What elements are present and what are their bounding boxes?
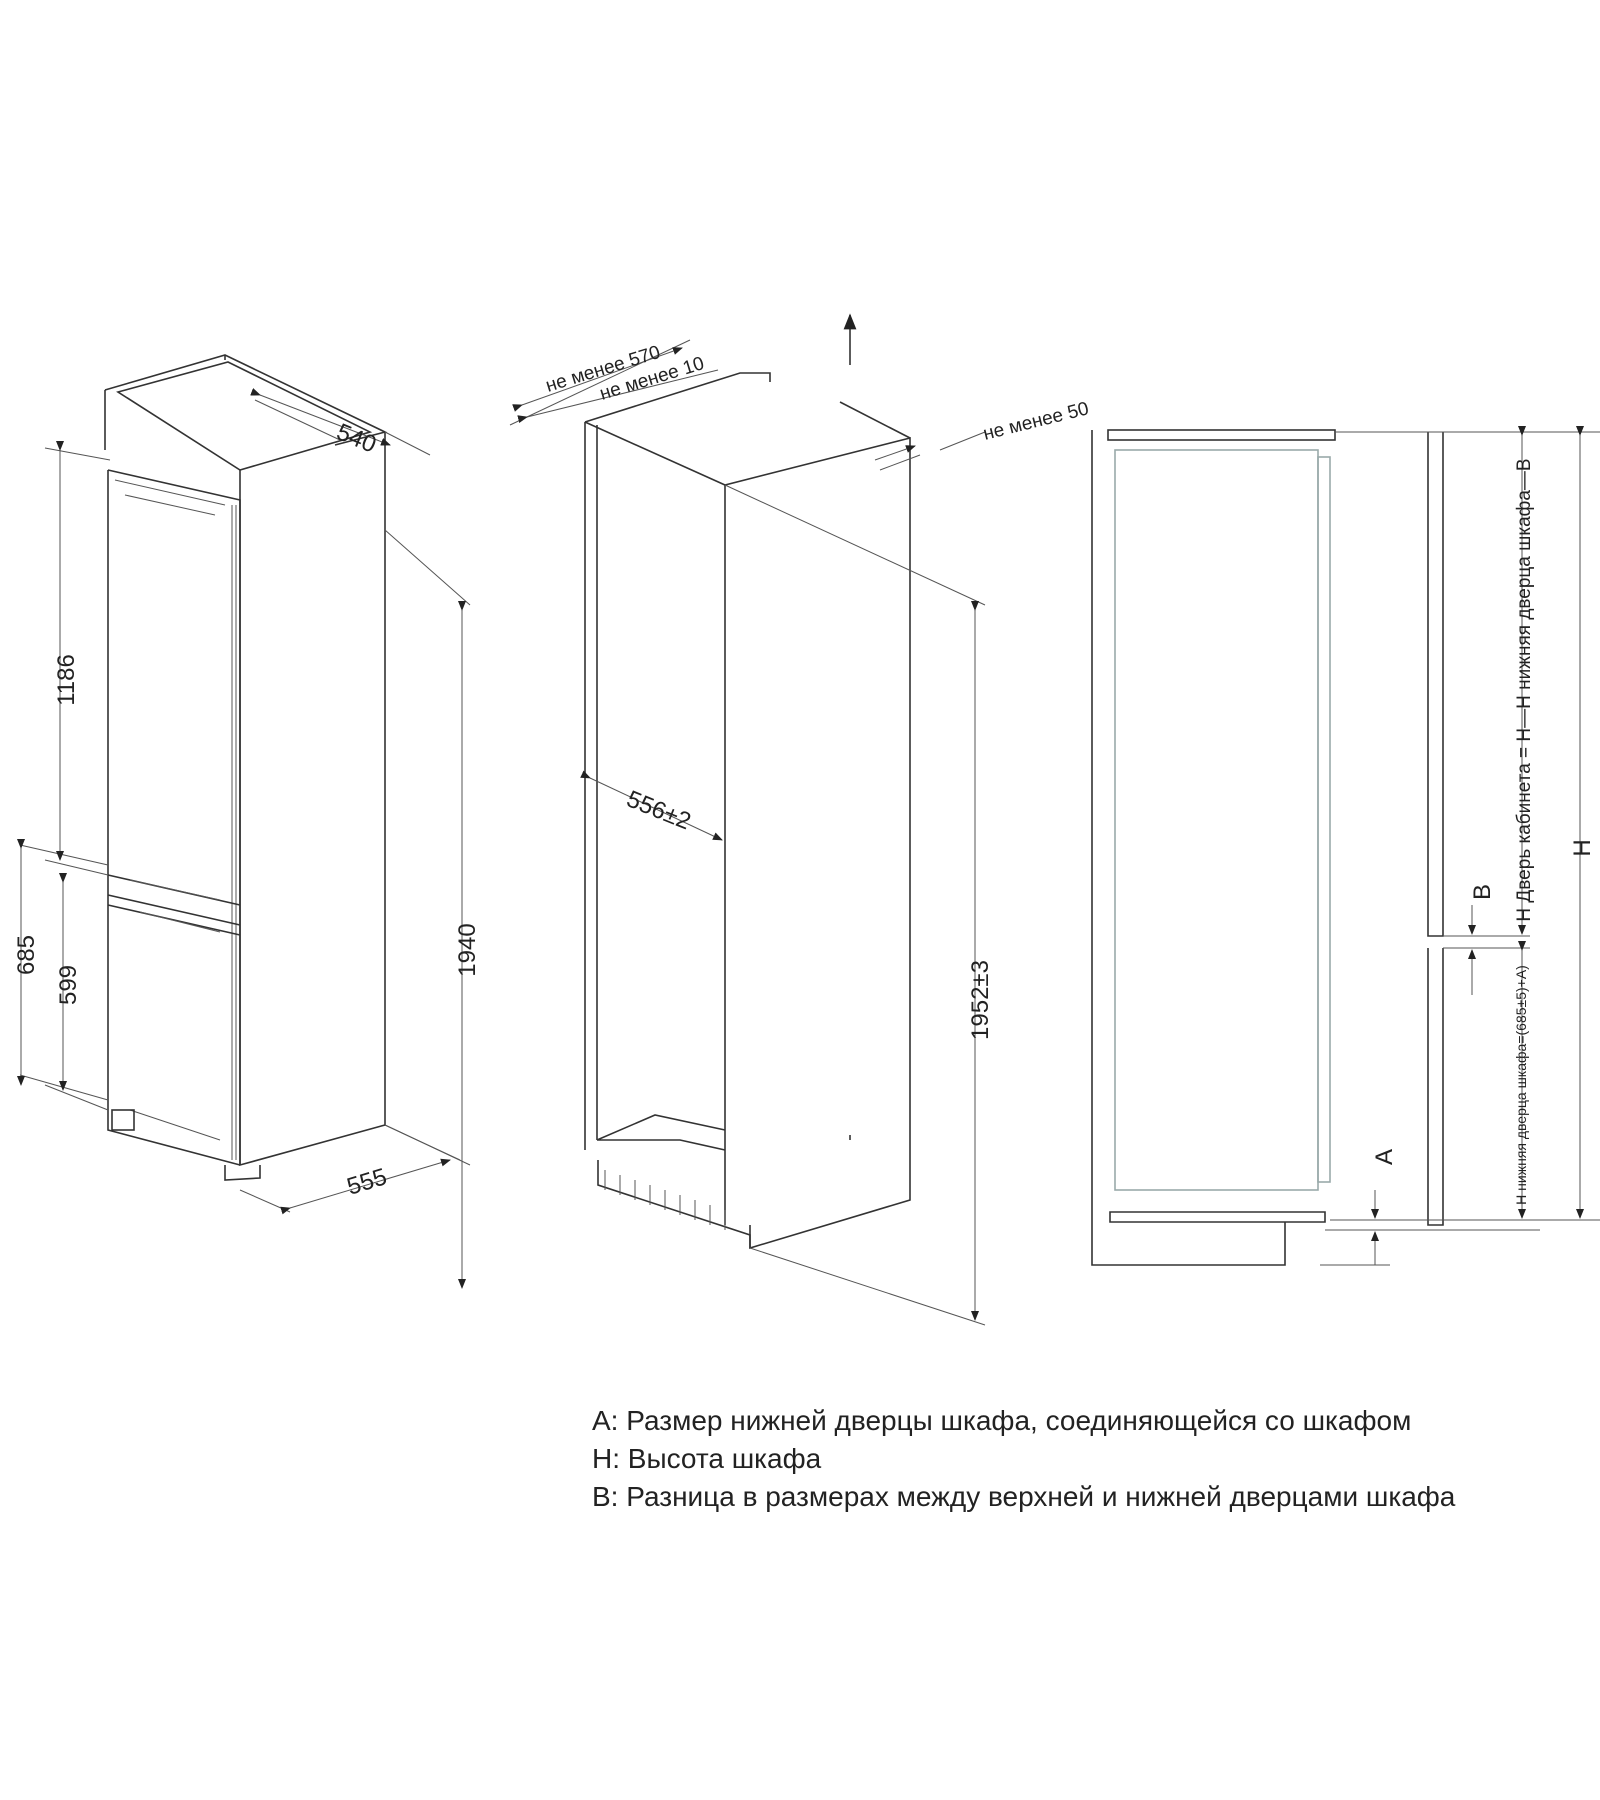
upper-door-formula: H Дверь кабинета = H—H нижняя дверца шка… (1514, 458, 1535, 921)
fridge-dimensions: 540 1186 685 599 1940 555 (13, 388, 481, 1289)
vent-grille (604, 1170, 726, 1230)
cabinet-side-wall (1091, 430, 1286, 1266)
legend: A: Размер нижней дверцы шкафа, соединяющ… (592, 1402, 1455, 1516)
dim-556: 556±2 (623, 786, 695, 836)
label-h-total: H (1569, 839, 1596, 856)
dim-685: 685 (13, 935, 40, 975)
legend-a: A: Размер нижней дверцы шкафа, соединяющ… (592, 1405, 1412, 1436)
dim-1940: 1940 (454, 923, 481, 976)
legend-h: H: Высота шкафа (592, 1443, 822, 1474)
dim-min-50: не менее 50 (981, 398, 1091, 445)
dim-1186: 1186 (53, 654, 80, 706)
plinth (597, 1160, 751, 1248)
cabinet-bottom-panel (1109, 1211, 1326, 1230)
fridge-drawing (104, 354, 388, 1181)
cabinet-bottom (596, 1114, 726, 1151)
fridge-side-face (239, 432, 386, 1167)
fridge-front (107, 469, 241, 1166)
dim-1952: 1952±3 (967, 960, 994, 1040)
side-dimensions: H H Дверь кабинета = H—H нижняя дверца ш… (1371, 426, 1596, 1265)
cabinet-top-panel (1107, 429, 1336, 441)
side-view (1091, 429, 1600, 1266)
dim-540: 540 (333, 419, 380, 459)
dim-555: 555 (344, 1163, 390, 1201)
cabinet-drawing (584, 313, 911, 1250)
fridge-foot (224, 1165, 261, 1181)
cabinet-doors (1427, 432, 1444, 1226)
door-gap (107, 874, 241, 936)
label-a: A (1371, 1149, 1398, 1165)
fridge-top-face (116, 361, 373, 471)
legend-b: B: Разница в размерах между верхней и ни… (592, 1481, 1456, 1512)
dim-599: 599 (55, 965, 82, 1005)
lower-door-formula: H нижняя дверца шкафа=(685±5)+A) (1513, 965, 1529, 1205)
fridge-door-side (1114, 449, 1319, 1191)
label-b: B (1469, 884, 1496, 900)
